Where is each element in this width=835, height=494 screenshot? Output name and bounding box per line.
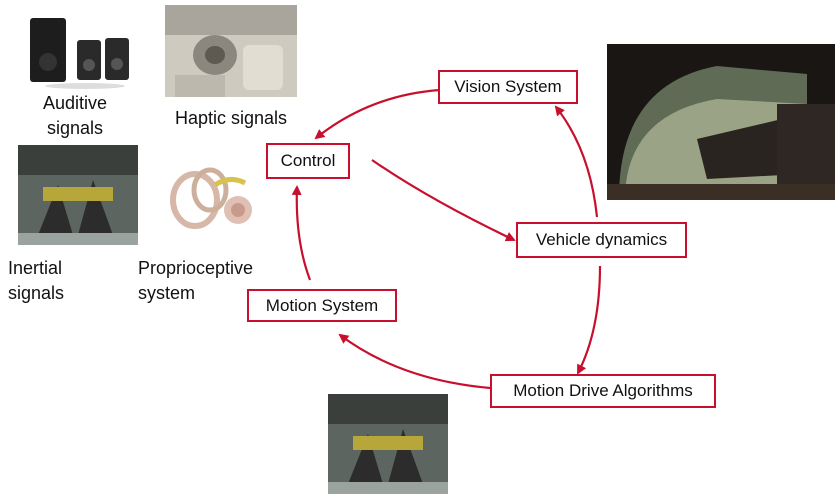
proprioceptive-system-label: Proprioceptive system: [138, 256, 253, 306]
vehicle-dynamics-label: Vehicle dynamics: [535, 230, 668, 249]
arrow-mda-to-motion: [338, 333, 491, 390]
proprioceptive-line2: system: [138, 283, 196, 303]
auditive-line2: signals: [47, 118, 104, 138]
vehicle-dynamics-box: Vehicle dynamics: [516, 222, 687, 258]
arrow-vision-to-control: [314, 88, 441, 140]
inertial-line1: Inertial: [8, 258, 63, 278]
projection-dome-image: [607, 44, 835, 200]
inertial-line2: signals: [8, 283, 65, 303]
haptic-signals-label: Haptic signals: [175, 108, 288, 128]
arrow-motion-to-control: [291, 185, 312, 281]
motion-drive-algorithms-label: Motion Drive Algorithms: [513, 381, 693, 400]
auditive-line1: Auditive: [43, 93, 108, 113]
inertial-signals-label: Inertial signals: [8, 256, 64, 306]
auditive-signals-label: Auditive signals: [43, 91, 107, 141]
car-interior-image: [165, 5, 297, 97]
proprioceptive-line1: Proprioceptive: [138, 258, 254, 278]
vision-system-box: Vision System: [438, 70, 578, 104]
speakers-image: [25, 10, 133, 92]
motion-system-label: Motion System: [265, 295, 379, 315]
vision-system-label: Vision System: [454, 77, 562, 96]
inertial-platform-image: [18, 145, 138, 245]
arrow-vehicle-to-vision: [554, 105, 599, 218]
motion-drive-algorithms-box: Motion Drive Algorithms: [490, 374, 716, 408]
control-label: Control: [280, 151, 336, 170]
motion-system-box: Motion System: [247, 289, 397, 322]
arrow-control-to-vehicle: [371, 159, 516, 242]
control-box: Control: [266, 143, 350, 179]
arrow-vehicle-to-mda: [577, 265, 602, 375]
motion-platform-image: [328, 394, 448, 494]
inner-ear-image: [160, 155, 272, 243]
